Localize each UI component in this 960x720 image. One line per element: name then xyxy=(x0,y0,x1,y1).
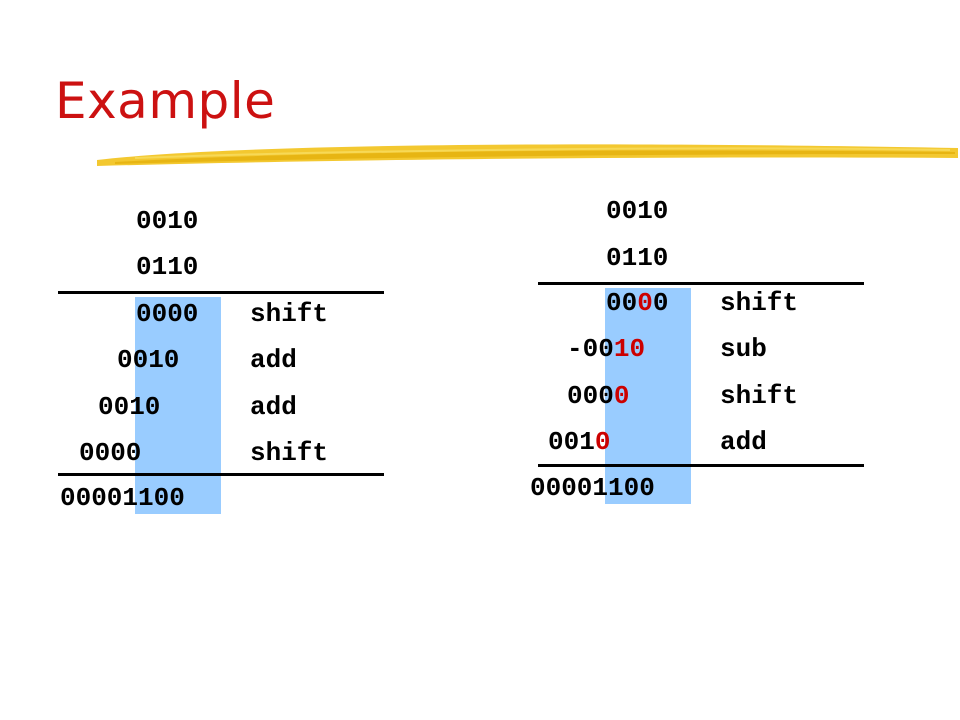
right-bottom-rule xyxy=(538,464,864,467)
right-multiplier: 0110 xyxy=(0,235,668,281)
right-step-value: 0000 xyxy=(606,288,669,318)
left-result: 00001100 xyxy=(0,475,185,521)
right-top-rule xyxy=(538,282,864,285)
left-multiplicand-value: 0010 xyxy=(136,206,199,236)
right-highlight-column xyxy=(605,288,691,504)
left-top-rule xyxy=(58,291,384,294)
right-result: 00001100 xyxy=(0,465,655,511)
left-step-op: shift xyxy=(250,299,329,329)
left-step-op: shift xyxy=(250,438,329,468)
left-multiplier: 0110 xyxy=(0,244,198,290)
left-result-value: 00001100 xyxy=(60,483,185,513)
right-multiplicand-value: 0010 xyxy=(606,196,669,226)
right-step-op: sub xyxy=(720,334,767,364)
right-multiplicand: 0010 xyxy=(0,188,668,234)
left-multiplier-value: 0110 xyxy=(136,252,199,282)
title-underline-swoosh xyxy=(97,144,958,166)
right-step-row: 0010 add xyxy=(0,419,767,465)
left-step-value: 0010 xyxy=(98,392,161,422)
left-bottom-rule xyxy=(58,473,384,476)
right-step-value: 0000 xyxy=(567,381,630,411)
right-result-value: 00001100 xyxy=(530,473,655,503)
right-step-value: -0010 xyxy=(567,334,646,364)
left-multiplicand: 0010 xyxy=(0,198,198,244)
right-step-row: 0000 shift xyxy=(0,280,798,326)
left-step-row: 0000 shift xyxy=(0,430,328,476)
left-step-value: 0000 xyxy=(136,299,199,329)
left-step-value: 0000 xyxy=(79,438,142,468)
right-step-op: shift xyxy=(720,381,799,411)
right-step-row: 0000 shift xyxy=(0,373,798,419)
left-step-row: 0010 add xyxy=(0,337,297,383)
left-highlight-column xyxy=(135,297,221,514)
slide-title: Example xyxy=(55,72,276,130)
left-step-row: 0010 add xyxy=(0,384,297,430)
left-step-op: add xyxy=(250,392,297,422)
left-step-row: 0000 shift xyxy=(0,291,328,337)
right-step-op: shift xyxy=(720,288,799,318)
right-multiplier-value: 0110 xyxy=(606,243,669,273)
right-step-value: 0010 xyxy=(548,427,611,457)
right-step-op: add xyxy=(720,427,767,457)
left-multiplication-example: 0010 0110 0000 shift 0010 add 0010 add 0… xyxy=(0,198,384,521)
left-step-value: 0010 xyxy=(117,345,180,375)
left-step-op: add xyxy=(250,345,297,375)
right-step-row: -0010 sub xyxy=(0,326,767,372)
